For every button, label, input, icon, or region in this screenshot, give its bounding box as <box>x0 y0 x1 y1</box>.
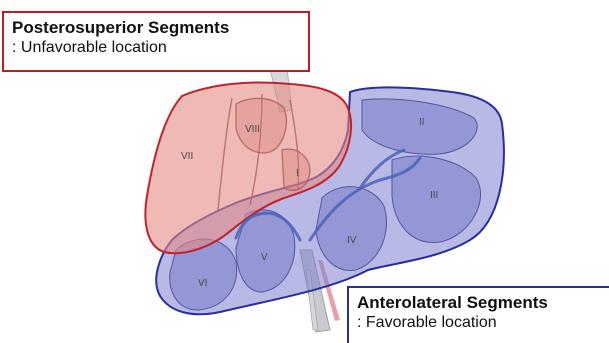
segment-label-ii: II <box>419 117 425 128</box>
segment-label-iii: III <box>430 190 438 201</box>
posterosuperior-callout: Posterosuperior Segments : Unfavorable l… <box>2 11 310 72</box>
posterosuperior-subtitle: : Unfavorable location <box>12 38 302 58</box>
segment-label-vii: VII <box>181 151 193 162</box>
anterolateral-title: Anterolateral Segments <box>357 292 603 313</box>
segment-8-outline <box>236 98 286 152</box>
segment-label-viii: VIII <box>245 124 260 135</box>
segment-label-vi: VI <box>198 278 207 289</box>
segment-label-i: I <box>296 168 299 179</box>
segment-label-iv: IV <box>347 235 357 246</box>
posterosuperior-title: Posterosuperior Segments <box>12 17 302 38</box>
segment-label-v: V <box>261 252 268 263</box>
anterolateral-subtitle: : Favorable location <box>357 313 603 333</box>
anterolateral-callout: Anterolateral Segments : Favorable locat… <box>347 286 609 343</box>
